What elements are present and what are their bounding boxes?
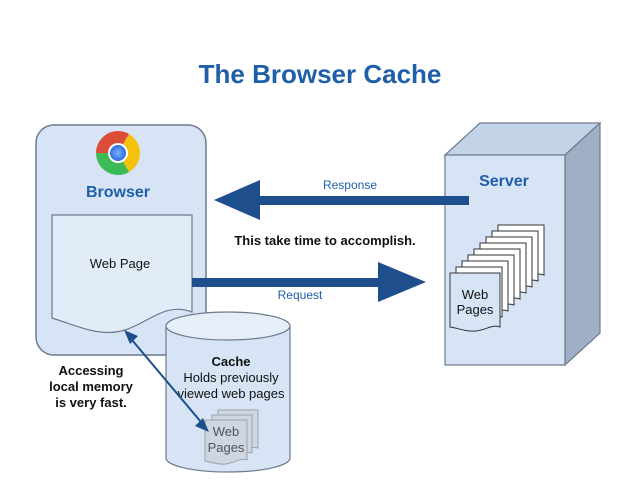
- cache-pages-label-line1: Web: [213, 424, 240, 439]
- server-pages-label-line1: Web: [462, 287, 489, 302]
- response-label: Response: [323, 178, 377, 192]
- diagram-title: The Browser Cache: [199, 59, 442, 89]
- cache-cylinder: [165, 311, 291, 473]
- time-note: This take time to accomplish.: [234, 233, 415, 248]
- web-page-document: [51, 214, 193, 334]
- server-pages-stack: [449, 224, 545, 332]
- browser-label: Browser: [86, 184, 150, 201]
- server-pages-label-line2: Pages: [457, 302, 494, 317]
- local-memory-arrow: [124, 330, 209, 432]
- response-arrow: [214, 180, 469, 220]
- server-label: Server: [479, 173, 529, 190]
- web-page-label: Web Page: [90, 256, 150, 271]
- local-note-line1: Accessing: [58, 363, 123, 378]
- local-note-line3: is very fast.: [55, 395, 127, 410]
- cache-pages-stack: [204, 409, 259, 465]
- request-label: Request: [278, 288, 323, 302]
- cache-desc-line2: viewed web pages: [178, 386, 285, 401]
- cache-pages-label-line2: Pages: [208, 440, 245, 455]
- local-note-line2: local memory: [49, 379, 134, 394]
- chrome-icon: [96, 131, 140, 175]
- cache-title: Cache: [211, 354, 250, 369]
- request-arrow: [192, 262, 426, 302]
- cache-desc-line1: Holds previously: [183, 370, 279, 385]
